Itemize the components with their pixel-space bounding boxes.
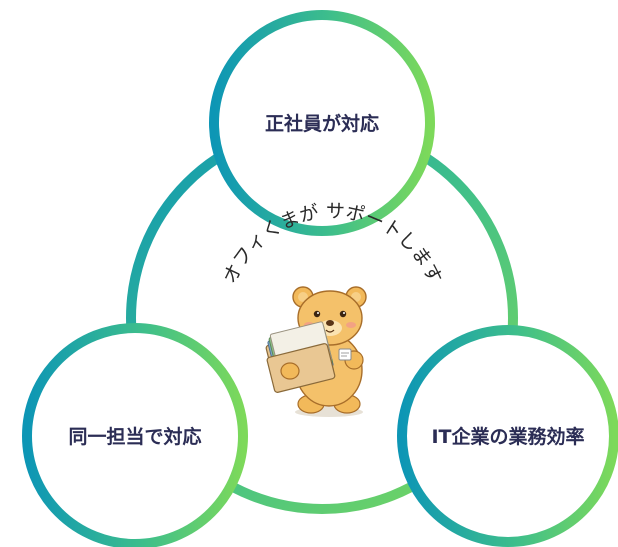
node-left: 同一担当で対応 (22, 323, 248, 547)
node-right-label: IT企業の業務効率 (431, 425, 584, 448)
node-right: IT企業の業務効率 (397, 325, 618, 547)
node-left-circle (22, 323, 248, 547)
node-top-label: 正社員が対応 (265, 112, 379, 135)
node-left-label: 同一担当で対応 (68, 425, 201, 448)
bear-holding-documents-icon (265, 286, 367, 417)
node-top: 正社員が対応 (209, 10, 435, 236)
node-top-circle (209, 10, 435, 236)
node-right-circle (397, 325, 618, 547)
